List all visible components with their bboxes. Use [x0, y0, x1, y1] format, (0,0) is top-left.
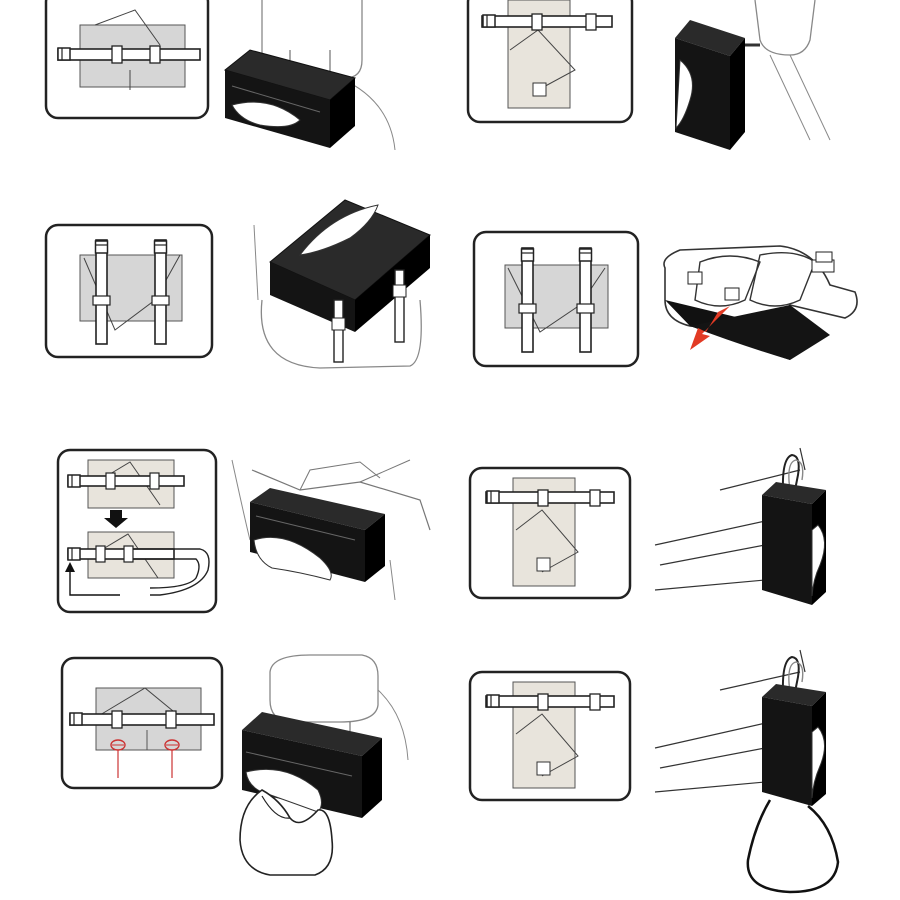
- tissue-box: [675, 20, 745, 150]
- panel-4: [472, 230, 858, 368]
- strap: [67, 475, 185, 487]
- panel-1-scene: [223, 0, 396, 151]
- strap: [521, 247, 534, 353]
- strap: [394, 269, 405, 343]
- panel-8-inset: [468, 670, 632, 802]
- panel-7: [60, 654, 409, 876]
- arrow-down-icon: [104, 510, 128, 528]
- hanging-bag-handle: [746, 799, 840, 894]
- sun-visor: [663, 245, 858, 331]
- hook: [781, 655, 800, 693]
- panel-8: [468, 649, 840, 894]
- strap: [749, 252, 816, 307]
- panel-2-scene: [675, 0, 831, 150]
- strap: [485, 695, 615, 708]
- tissue-box: [762, 684, 826, 806]
- panel-3: [44, 199, 431, 369]
- panel-1-inset: [44, 0, 210, 120]
- hook: [781, 453, 800, 491]
- pin-icon: [164, 739, 180, 778]
- tissue-box: [223, 49, 357, 148]
- tissue: [298, 204, 379, 256]
- strap: [485, 491, 615, 504]
- panel-5-scene: [231, 459, 431, 601]
- tissue: [675, 58, 693, 130]
- panel-5-inset: [56, 448, 218, 614]
- strap: [333, 299, 344, 363]
- panel-2: [466, 0, 831, 150]
- panel-2-inset: [466, 0, 634, 124]
- tissue: [811, 524, 825, 597]
- headrest: [269, 654, 379, 723]
- panel-7-inset: [60, 656, 224, 790]
- tissue: [811, 726, 825, 799]
- arrow-red-icon: [690, 306, 730, 350]
- strap: [95, 239, 108, 345]
- strap: [69, 713, 215, 726]
- strap: [67, 548, 175, 560]
- tissue-box: [250, 488, 385, 582]
- strap: [57, 48, 201, 61]
- panel-6-inset: [468, 466, 632, 600]
- strap: [154, 239, 167, 345]
- tissue: [253, 536, 332, 581]
- tissue-box: [762, 482, 826, 605]
- panel-3-inset: [44, 223, 214, 359]
- panel-6-scene: [654, 447, 826, 605]
- panel-7-scene: [239, 654, 409, 876]
- panel-6: [468, 447, 826, 605]
- panel-1: [44, 0, 396, 151]
- panel-4-inset: [472, 230, 640, 368]
- hanging-bag: [239, 789, 334, 876]
- strap-extension: [133, 548, 210, 596]
- pin-icon: [110, 739, 126, 778]
- panel-8-scene: [654, 649, 840, 894]
- arrow-up-icon: [65, 562, 75, 572]
- panel-4-scene: [663, 245, 858, 360]
- tissue: [231, 101, 301, 128]
- strap: [481, 15, 613, 28]
- panel-5: [56, 448, 431, 614]
- strap: [579, 247, 592, 353]
- panel-3-scene: [253, 199, 431, 369]
- strap: [694, 255, 761, 307]
